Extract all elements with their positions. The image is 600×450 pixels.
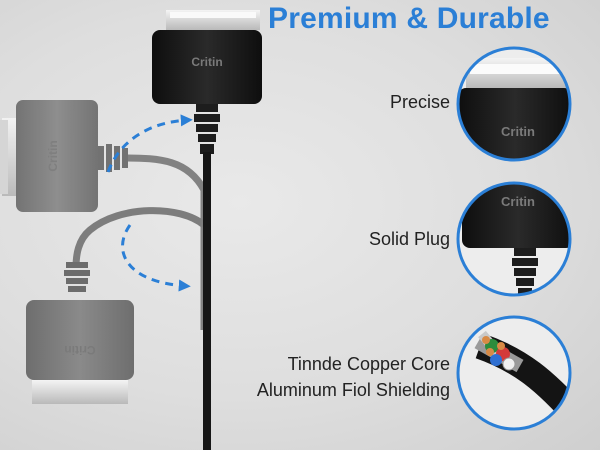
ghost-plug-bottom: Critin — [26, 207, 207, 404]
feature-label-core: Tinnde Copper Core Aluminum Fiol Shieldi… — [257, 351, 450, 403]
main-black-plug: Critin — [152, 10, 262, 450]
feature-label-precise: Precise — [389, 92, 450, 112]
feature-label-core-line2: Aluminum Fiol Shielding — [256, 380, 450, 400]
detail-circle-copper-core — [456, 315, 572, 431]
svg-text:Critin: Critin — [46, 140, 60, 171]
detail-circle-precise: Critin — [456, 46, 572, 162]
headline: Premium & Durable — [268, 2, 550, 35]
plug-brand-text: Critin — [501, 194, 535, 209]
rotate-arrow-down — [121, 224, 191, 292]
plug-brand-text: Critin — [501, 124, 535, 139]
svg-text:Critin: Critin — [64, 343, 95, 357]
rotate-arrow-up — [106, 114, 193, 173]
plug-brand-text: Critin — [191, 55, 222, 69]
detail-circle-solid-plug: Critin — [456, 181, 572, 297]
feature-label-solid-plug: Solid Plug — [368, 229, 450, 249]
feature-label-core-line1: Tinnde Copper Core — [287, 354, 450, 374]
